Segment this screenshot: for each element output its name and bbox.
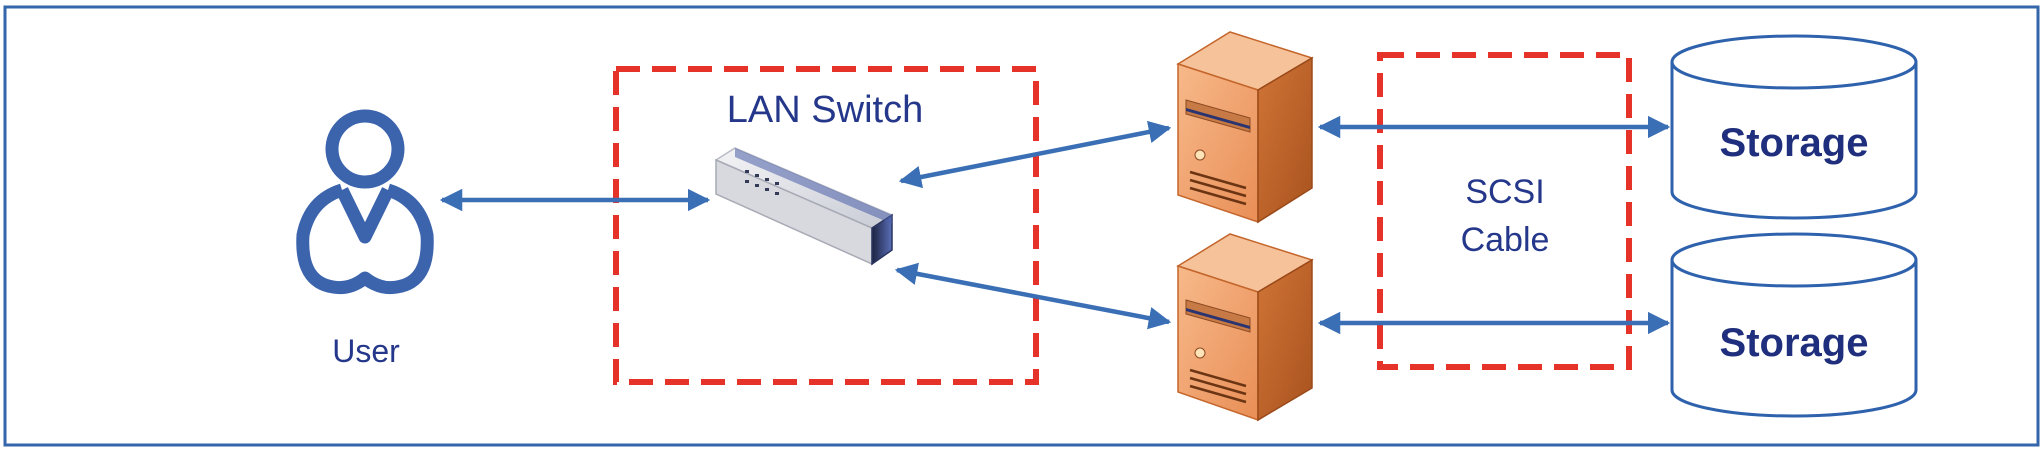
arrow-switch-server-top (898, 120, 1172, 189)
scsi-label-line2: Cable (1461, 221, 1550, 259)
storage-bottom: Storage (1670, 232, 1918, 418)
lan-switch-dashed-box (613, 66, 1039, 385)
database-cylinder-icon (1670, 232, 1918, 418)
arrow-switch-server-bottom (894, 262, 1172, 330)
server-top (1176, 31, 1314, 224)
database-cylinder-icon (1670, 34, 1918, 220)
server-tower-icon (1176, 233, 1314, 422)
scsi-label-line1: SCSI (1465, 173, 1544, 211)
outer-frame (3, 5, 2040, 447)
storage-bottom-label: Storage (1720, 321, 1869, 365)
server-tower-icon (1176, 31, 1314, 224)
storage-top: Storage (1670, 34, 1918, 220)
server-bottom (1176, 233, 1314, 422)
network-switch-icon (714, 147, 894, 266)
user-label: User (332, 333, 400, 369)
storage-top-label: Storage (1720, 121, 1869, 165)
scsi-cable-dashed-box (1377, 52, 1632, 370)
user-icon (296, 109, 434, 295)
lan-switch-label: LAN Switch (727, 89, 923, 131)
